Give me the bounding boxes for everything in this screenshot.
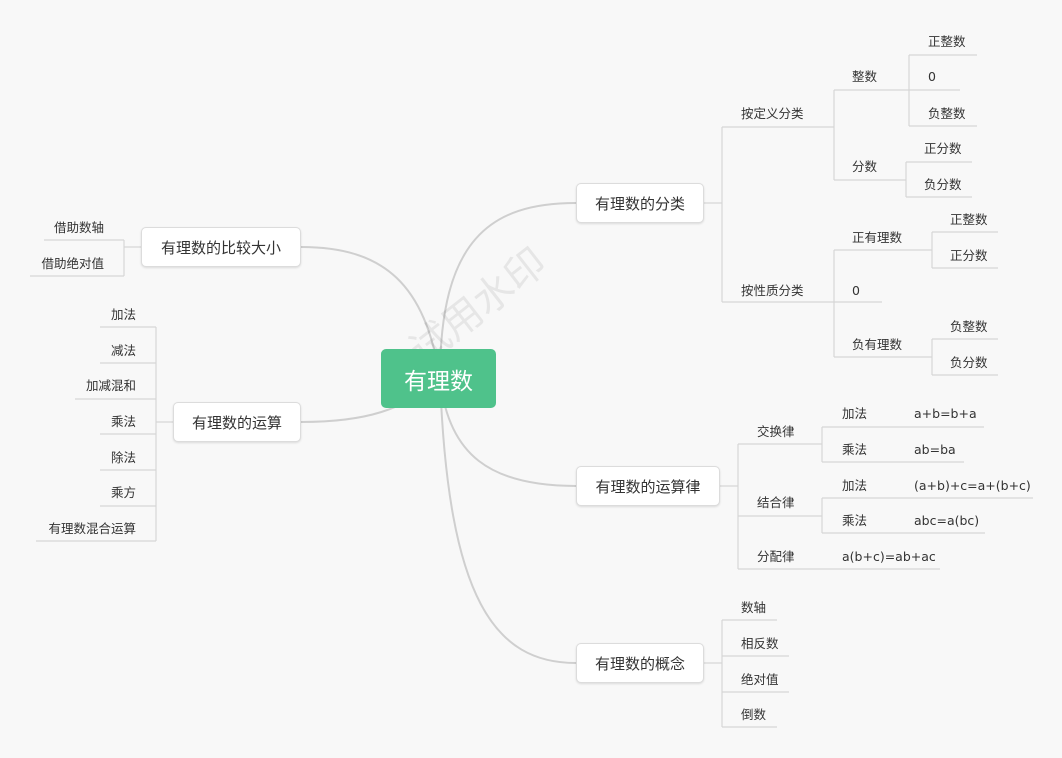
formula-commutative-add[interactable]: a+b=b+a — [914, 406, 977, 421]
leaf-number-line[interactable]: 数轴 — [741, 600, 767, 615]
node-by-sign[interactable]: 按性质分类 — [741, 283, 804, 298]
leaf-negative-integer-2[interactable]: 负整数 — [950, 319, 988, 334]
node-positive-rational[interactable]: 正有理数 — [852, 230, 903, 245]
formula-associative-mul[interactable]: abc=a(bc) — [914, 513, 980, 528]
leaf-positive-integer-2[interactable]: 正整数 — [950, 212, 988, 227]
node-by-definition[interactable]: 按定义分类 — [741, 106, 804, 121]
leaf-zero[interactable]: 0 — [928, 69, 936, 84]
leaf-division[interactable]: 除法 — [110, 450, 136, 465]
leaf-commutative-mul[interactable]: 乘法 — [842, 442, 868, 457]
node-classification[interactable]: 有理数的分类 — [576, 183, 704, 223]
leaf-negative-integer[interactable]: 负整数 — [928, 106, 966, 121]
leaf-mixed-operations[interactable]: 有理数混合运算 — [48, 521, 136, 536]
leaf-add-sub-mixed[interactable]: 加减混和 — [85, 378, 136, 393]
leaf-power[interactable]: 乘方 — [110, 485, 136, 500]
curve-concepts — [439, 377, 577, 664]
leaf-absolute-value[interactable]: 绝对值 — [741, 672, 779, 687]
node-concepts[interactable]: 有理数的概念 — [576, 643, 704, 683]
node-negative-rational[interactable]: 负有理数 — [852, 337, 903, 352]
formula-commutative-mul[interactable]: ab=ba — [914, 442, 956, 457]
node-integer[interactable]: 整数 — [852, 69, 878, 84]
leaf-negative-fraction[interactable]: 负分数 — [924, 177, 962, 192]
leaf-associative-add[interactable]: 加法 — [842, 478, 868, 493]
node-associative[interactable]: 结合律 — [757, 495, 795, 510]
leaf-associative-mul[interactable]: 乘法 — [842, 513, 868, 528]
leaf-by-number-line[interactable]: 借助数轴 — [53, 220, 104, 235]
node-laws[interactable]: 有理数的运算律 — [576, 466, 720, 506]
node-operations[interactable]: 有理数的运算 — [173, 402, 301, 442]
curve-compare — [300, 246, 441, 379]
curve-classification — [439, 202, 577, 379]
leaf-multiplication[interactable]: 乘法 — [110, 414, 136, 429]
leaf-positive-fraction-2[interactable]: 正分数 — [950, 248, 988, 263]
node-commutative[interactable]: 交换律 — [757, 424, 795, 439]
leaf-opposite[interactable]: 相反数 — [741, 636, 779, 651]
leaf-zero-2[interactable]: 0 — [852, 283, 860, 298]
leaf-reciprocal[interactable]: 倒数 — [741, 707, 767, 722]
root-node[interactable]: 有理数 — [381, 349, 496, 408]
node-distributive[interactable]: 分配律 — [757, 549, 795, 564]
leaf-positive-fraction[interactable]: 正分数 — [924, 141, 962, 156]
leaf-commutative-add[interactable]: 加法 — [842, 406, 868, 421]
leaf-positive-integer[interactable]: 正整数 — [928, 34, 966, 49]
leaf-subtraction[interactable]: 减法 — [110, 343, 136, 358]
node-fraction[interactable]: 分数 — [852, 159, 878, 174]
leaf-addition[interactable]: 加法 — [110, 307, 136, 322]
leaf-by-absolute-value[interactable]: 借助绝对值 — [41, 256, 104, 271]
formula-associative-add[interactable]: (a+b)+c=a+(b+c) — [914, 478, 1031, 493]
formula-distributive[interactable]: a(b+c)=ab+ac — [842, 549, 936, 564]
leaf-negative-fraction-2[interactable]: 负分数 — [950, 355, 988, 370]
node-compare[interactable]: 有理数的比较大小 — [141, 227, 301, 267]
